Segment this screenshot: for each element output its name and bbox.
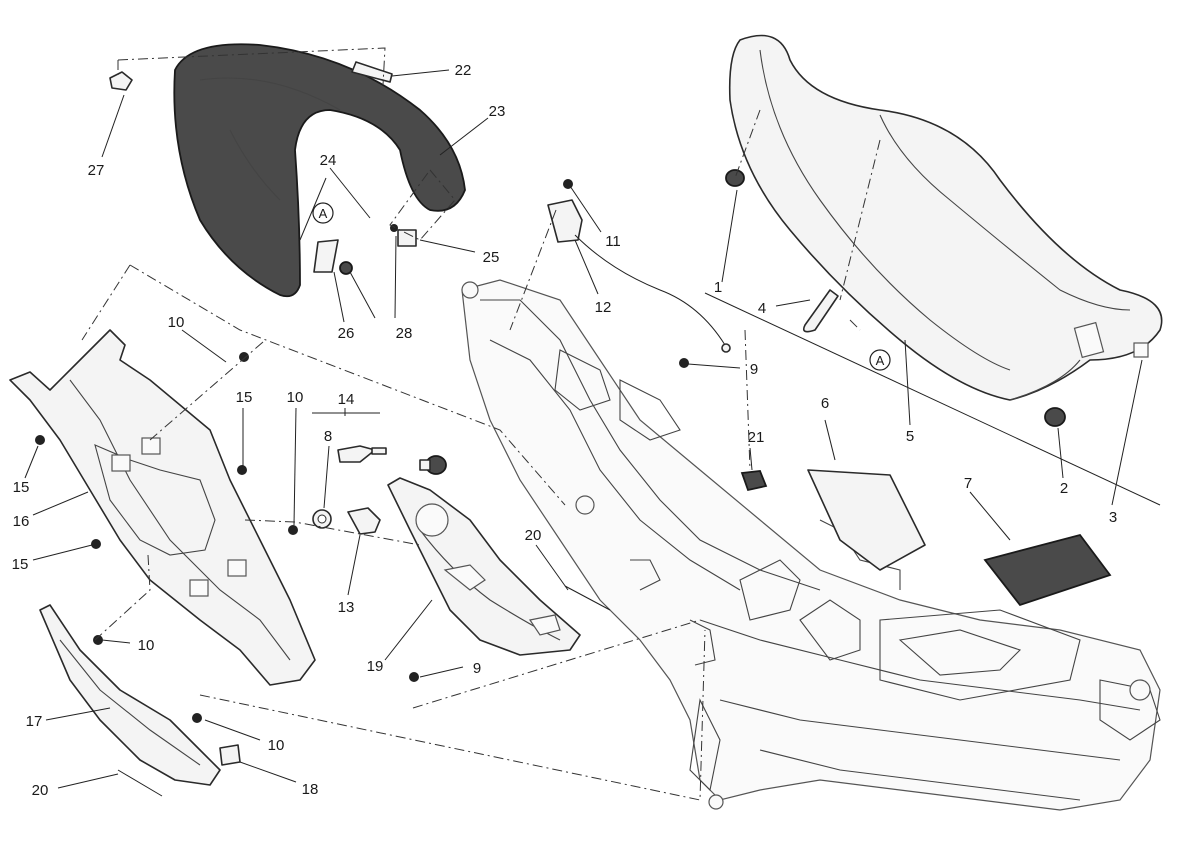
callout-9a: 9 [750, 361, 758, 378]
trim-strip [351, 61, 393, 83]
fastener-10b [288, 525, 298, 535]
fastener-15a [237, 465, 247, 475]
callout-11: 11 [605, 233, 621, 250]
callout-10d: 10 [268, 737, 285, 754]
fastener-9a [679, 358, 689, 368]
callout-23: 23 [489, 103, 506, 120]
rubber-buffer-2 [1044, 407, 1066, 427]
callout-3: 3 [1109, 509, 1117, 526]
rod-20a [564, 585, 611, 611]
fastener-10c [93, 635, 103, 645]
callout-2: 2 [1060, 480, 1068, 497]
callout-20b: 20 [32, 782, 49, 799]
callout-21: 21 [748, 429, 765, 446]
rod-20b [117, 769, 163, 797]
rubber-buffer-1 [725, 169, 745, 187]
callout-13: 13 [338, 599, 355, 616]
callout-25: 25 [483, 249, 500, 266]
callout-14: 14 [338, 391, 355, 408]
fastener-15b [35, 435, 45, 445]
callout-19: 19 [367, 658, 384, 675]
callout-26: 26 [338, 325, 355, 342]
small-pad [109, 71, 133, 91]
rubber-pad-18 [219, 744, 241, 766]
callout-6: 6 [821, 395, 829, 412]
cable-bracket-12 [547, 199, 583, 243]
callout-24: 24 [320, 152, 337, 169]
callout-1: 1 [714, 279, 722, 296]
callout-18: 18 [302, 781, 319, 798]
seat-cowl [173, 43, 466, 298]
tool-kit-bag-6 [807, 469, 926, 571]
callout-20a: 20 [525, 527, 542, 544]
fastener-10d [192, 713, 202, 723]
callout-17: 17 [26, 713, 43, 730]
callout-9b: 9 [473, 660, 481, 677]
owner-manual-7 [983, 533, 1112, 607]
callout-15b: 15 [13, 479, 30, 496]
callout-27: 27 [88, 162, 105, 179]
fastener-10a [239, 352, 249, 362]
ring-label-a-left: A [312, 202, 334, 224]
seat-cowl-clip [397, 229, 417, 247]
callout-10c: 10 [138, 637, 155, 654]
side-panel [387, 477, 581, 656]
lock-cylinder [419, 455, 447, 475]
key-assembly [337, 445, 387, 463]
callout-12: 12 [595, 299, 612, 316]
seat-lock-hook [802, 289, 839, 333]
callout-16: 16 [13, 513, 30, 530]
rider-seat [728, 34, 1163, 401]
callout-5: 5 [906, 428, 914, 445]
seat-cowl-nut [339, 261, 353, 275]
callout-8: 8 [324, 428, 332, 445]
seat-cowl-bracket [313, 239, 339, 273]
callout-4: 4 [758, 300, 766, 317]
callout-10a: 10 [168, 314, 185, 331]
callout-10b: 10 [287, 389, 304, 406]
callout-15c: 15 [12, 556, 29, 573]
callout-7: 7 [964, 475, 972, 492]
svg-text:A: A [319, 206, 328, 221]
callout-22: 22 [455, 62, 472, 79]
ring-label-a-right: A [869, 349, 891, 371]
svg-text:A: A [876, 353, 885, 368]
lock-latch-13 [347, 507, 381, 535]
callout-28: 28 [396, 325, 413, 342]
tail-panel [9, 329, 316, 686]
fastener-15c [91, 539, 101, 549]
lower-tail-panel [39, 604, 221, 786]
fastener-9b [409, 672, 419, 682]
clip-21 [740, 470, 768, 492]
callout-15a: 15 [236, 389, 253, 406]
subframe [461, 279, 1161, 811]
